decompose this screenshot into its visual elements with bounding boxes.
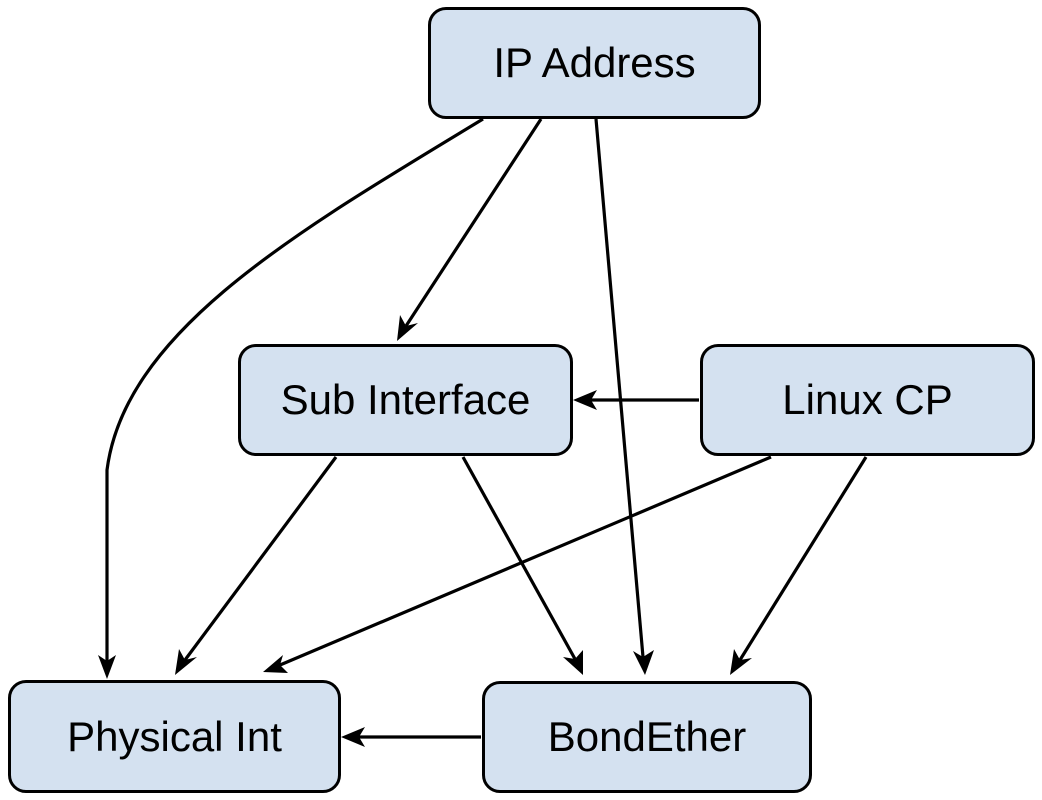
node-bond-ether[interactable]: BondEther <box>482 681 812 793</box>
arrow-head-icon <box>263 655 288 673</box>
node-linux-cp[interactable]: Linux CP <box>700 344 1035 456</box>
node-label-physical-int: Physical Int <box>67 712 282 760</box>
arrow-head-icon <box>175 649 197 675</box>
edge-sub-interface-to-bond-ether <box>461 456 583 675</box>
node-label-ip-address: IP Address <box>493 39 696 86</box>
node-physical-int[interactable]: Physical Int <box>8 680 341 793</box>
edge-linux-cp-to-physical-int <box>263 455 772 673</box>
arrow-head-icon <box>563 650 583 675</box>
node-ip-address[interactable]: IP Address <box>428 7 761 119</box>
edge-ip-address-to-physical-int <box>98 117 484 679</box>
edge-linux-cp-to-sub-interface <box>573 390 699 410</box>
arrow-head-icon <box>98 655 116 679</box>
edge-ip-address-to-bond-ether <box>594 118 654 675</box>
edge-bond-ether-to-physical-int <box>341 727 481 747</box>
edge-ip-address-to-sub-interface <box>397 118 543 341</box>
node-label-linux-cp: Linux CP <box>782 376 953 423</box>
arrow-head-icon <box>633 650 654 675</box>
arrow-head-icon <box>573 390 597 410</box>
edge-linux-cp-to-bond-ether <box>730 456 868 675</box>
node-label-sub-interface: Sub Interface <box>280 376 531 423</box>
arrow-head-icon <box>397 315 418 341</box>
node-label-bond-ether: BondEther <box>547 713 747 760</box>
arrow-head-icon <box>730 649 752 675</box>
edge-sub-interface-to-physical-int <box>175 456 338 675</box>
arrow-head-icon <box>341 727 365 747</box>
node-sub-interface[interactable]: Sub Interface <box>238 344 573 456</box>
